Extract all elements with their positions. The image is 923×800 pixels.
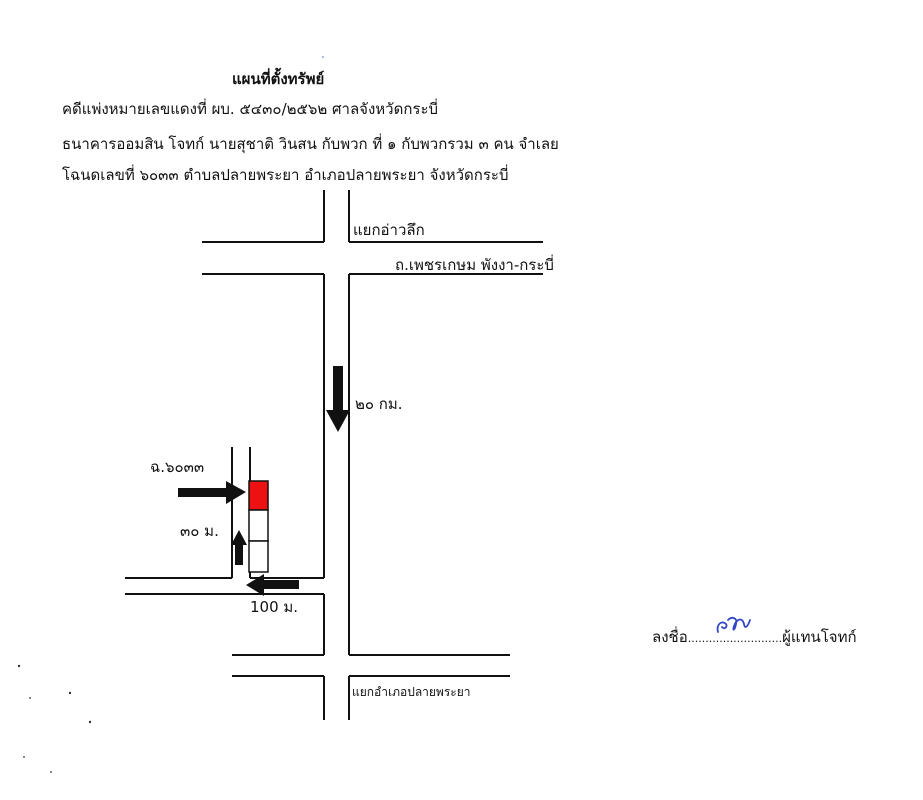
arrow-right-icon <box>226 481 246 504</box>
label-deed: ฉ.๖๐๓๓ <box>150 458 205 476</box>
arrow-down-icon <box>326 410 350 432</box>
page-title: แผนที่ตั้งทรัพย์ <box>232 70 325 88</box>
arrow-up-icon <box>231 530 247 545</box>
signature-dots-left: ........ <box>687 632 716 645</box>
parties-line: ธนาคารออมสิน โจทก์ นายสุชาติ วินสน กับพว… <box>62 135 559 153</box>
deed-line: โฉนดเลขที่ ๖๐๓๓ ตำบลปลายพระยา อำเภอปลายพ… <box>62 166 509 184</box>
signature-dots-right: ................... <box>715 632 783 645</box>
label-junction-top: แยกอ่าวลึก <box>353 221 425 239</box>
arrow-down-shaft <box>333 366 343 412</box>
label-highway: ถ.เพชรเกษม พังงา-กระบี่ <box>395 256 554 274</box>
arrow-left-icon <box>246 574 264 596</box>
handwritten-signature <box>716 617 751 633</box>
arrow-up-shaft <box>235 543 243 565</box>
adjacent-plot-2 <box>248 540 269 573</box>
label-junction-bottom: แยกอำเภอปลายพระยา <box>352 685 471 699</box>
arrow-right-shaft <box>178 488 228 497</box>
signature-line: ลงชื่อ...........................ผู้แทนโ… <box>652 628 857 648</box>
adjacent-plot-1 <box>248 509 269 542</box>
arrow-left-shaft <box>262 580 299 589</box>
property-plot-marker <box>248 480 269 511</box>
label-distance-lane: ๓๐ ม. <box>180 522 219 540</box>
signature-prefix: ลงชื่อ <box>652 628 688 646</box>
signature-suffix: ผู้แทนโจทก์ <box>782 628 857 646</box>
label-distance-side: 100 ม. <box>250 598 299 616</box>
case-number-line: คดีแพ่งหมายเลขแดงที่ ผบ. ๕๔๓๐/๒๕๖๒ ศาลจั… <box>62 100 439 118</box>
label-distance-highway: ๒๐ กม. <box>355 395 403 413</box>
